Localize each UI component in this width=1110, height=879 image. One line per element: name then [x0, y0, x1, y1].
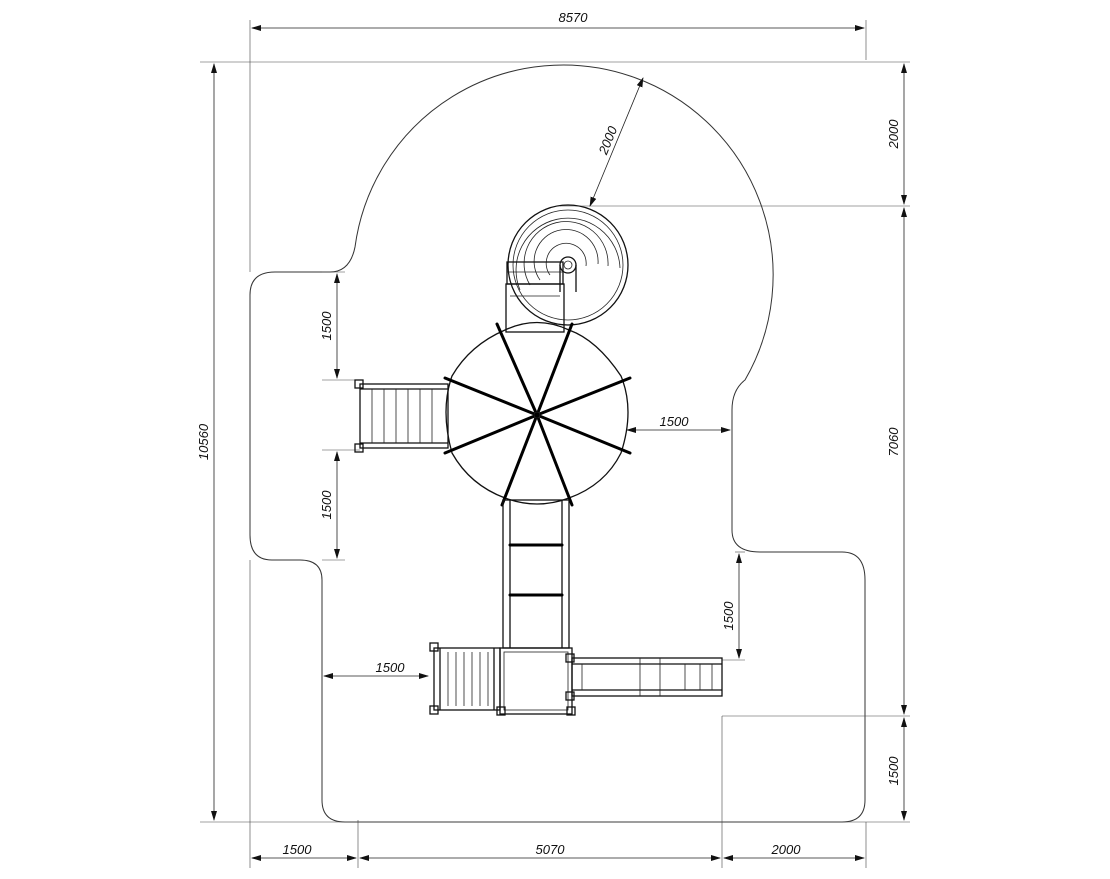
- dim-top-arc-radius: 2000: [595, 123, 620, 157]
- extension-lines: [200, 20, 910, 868]
- straight-slide: [565, 653, 723, 701]
- dim-left-lower-clearance: 1500: [319, 490, 334, 520]
- bottom-stairs: [429, 642, 501, 715]
- dim-bottom-left: 1500: [283, 842, 313, 857]
- lower-platform: [496, 647, 576, 716]
- bridge-walkway: [502, 499, 570, 649]
- dim-left-upper-clearance: 1500: [319, 311, 334, 341]
- dim-bottom-right: 2000: [771, 842, 802, 857]
- spiral-slide: [505, 204, 629, 333]
- safety-zone-outline: [249, 64, 866, 823]
- dim-right-top-offset: 2000: [886, 119, 901, 150]
- dim-platform-right-clearance: 1500: [660, 414, 690, 429]
- dim-overall-width: 8570: [559, 10, 589, 25]
- dim-right-bottom-offset: 1500: [886, 756, 901, 786]
- dim-right-middle-height: 7060: [886, 427, 901, 457]
- dim-right-lower-clearance: 1500: [721, 601, 736, 631]
- octagon-platform: [443, 321, 632, 507]
- left-ladder: [354, 379, 449, 453]
- dimension-lines: [211, 25, 907, 861]
- dim-bottom-middle: 5070: [536, 842, 566, 857]
- dim-overall-height: 10560: [196, 423, 211, 460]
- dim-bottom-stair-clearance: 1500: [376, 660, 406, 675]
